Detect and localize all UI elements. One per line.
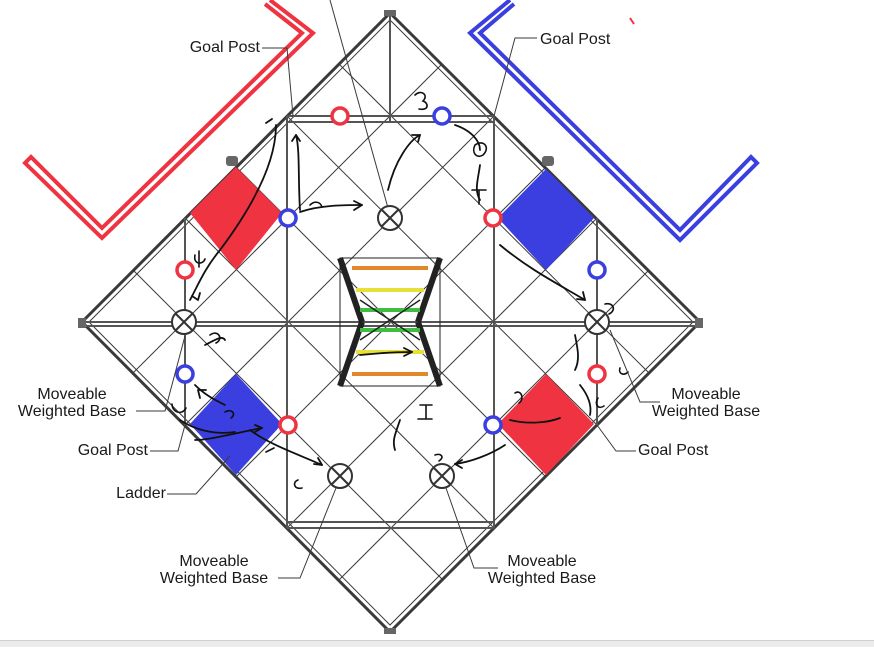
label-base-left: Moveable Weighted Base — [17, 386, 127, 420]
window-bottom-edge — [0, 640, 874, 647]
red-mark — [629, 17, 635, 25]
red-square-bottom-right — [498, 374, 594, 475]
ladder — [337, 257, 443, 387]
blue-square-top-right — [498, 169, 594, 270]
hand-drawn-numbers — [171, 91, 629, 490]
ring-icon — [175, 106, 607, 435]
label-base-bottom-left: Moveable Weighted Base — [159, 553, 269, 587]
corner-brackets — [78, 10, 703, 634]
red-square-top-left — [190, 167, 282, 270]
x-circle-icon — [171, 205, 610, 489]
field-outline-inner — [88, 19, 694, 626]
label-base-bottom-right: Moveable Weighted Base — [487, 553, 597, 587]
leader-lines — [136, 37, 660, 579]
blue-alliance-zone — [467, 0, 760, 243]
label-ladder: Ladder — [116, 485, 166, 502]
label-goal-post-right: Goal Post — [638, 442, 709, 459]
label-goal-post-top-left: Goal Post — [189, 39, 260, 56]
pointer-line-top — [329, 0, 389, 209]
red-alliance-zone — [22, 0, 317, 241]
label-goal-post-left: Goal Post — [77, 442, 148, 459]
label-base-right: Moveable Weighted Base — [651, 386, 761, 420]
hand-drawn-paths — [179, 118, 592, 469]
label-goal-post-top-right: Goal Post — [540, 31, 611, 48]
